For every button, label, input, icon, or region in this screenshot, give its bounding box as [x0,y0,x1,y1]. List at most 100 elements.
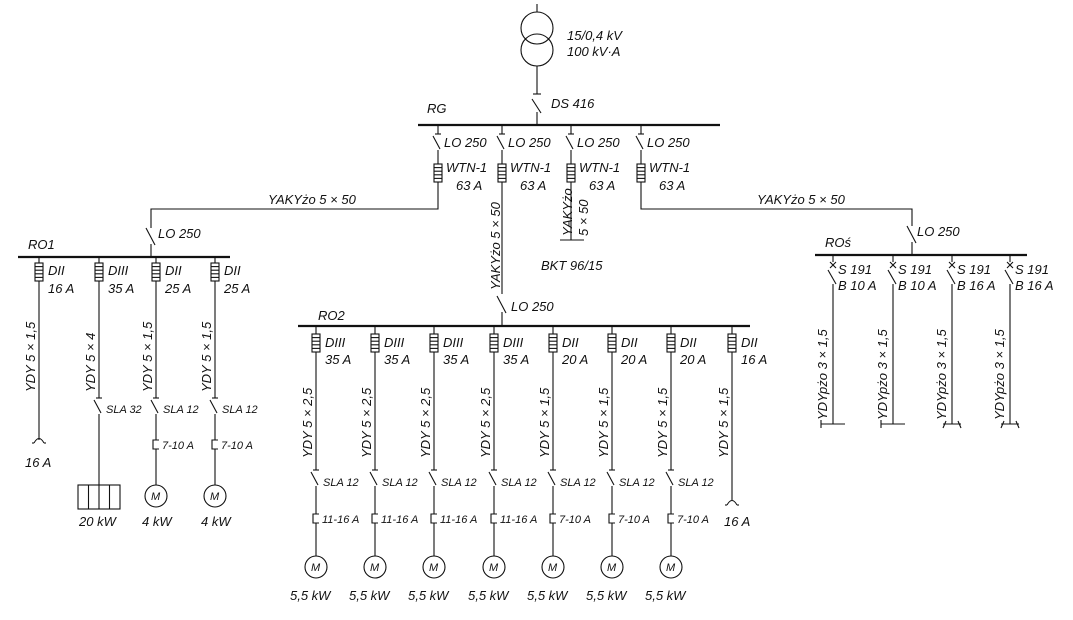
fuse-current-label: 16 A [741,352,767,367]
relay-label: 7-10 A [559,514,591,526]
fuse-current-label: 35 A [384,352,410,367]
fuse-current-label: 35 A [503,352,529,367]
ro2-incoming-switch [496,295,507,326]
ro2-board-label: RO2 [318,308,346,323]
motor-letter: M [210,491,220,503]
contactor-label: SLA 12 [501,477,537,489]
relay-label: 11-16 A [322,514,359,526]
fuse-type-label: DIII [325,335,346,350]
transformer-voltage: 15/0,4 kV [567,28,623,43]
thermal-relay-symbol [312,513,319,524]
feeder-routes [150,190,913,294]
ros-incoming-switch [906,225,917,255]
lo250-switch-symbol [635,133,644,150]
motor-letter: M [489,562,499,574]
load-label: 4 kW [142,514,173,529]
motor-letter: M [151,491,161,503]
contactor-symbol [547,469,556,486]
load-label: 5,5 kW [408,588,450,603]
contactor-label: SLA 12 [163,404,199,416]
thermal-relay-symbol [371,513,378,524]
rg-feeder-current-label: 63 A [589,178,615,193]
transformer-symbol [520,4,554,94]
fuse-symbol [311,333,321,353]
wtn-fuse-symbol [566,163,576,183]
load-label: 4 kW [201,514,232,529]
thermal-relay-symbol [152,439,159,450]
motor-symbol: M [482,555,506,579]
contactor-symbol [310,469,319,486]
fuse-symbol [151,262,161,282]
fuse-type-label: DII [48,263,65,278]
breaker-rating-label: B 10 A [838,278,877,293]
outlet-symbol [1000,420,1020,429]
outlet-symbol [942,420,962,429]
contactor-label: SLA 12 [678,477,714,489]
load-label: 5,5 kW [645,588,687,603]
contactor-symbol [209,397,218,414]
cable-label: YDY 5 × 1,5 [537,387,552,458]
cable-label: YDY 5 × 1,5 [596,387,611,458]
circuit-breaker-symbol [887,261,897,285]
breaker-label: S 191 [838,262,872,277]
rg-feeder-fuse-label: WTN-1 [510,160,551,175]
wtn-fuse-symbol [433,163,443,183]
relay-label: 7-10 A [221,440,253,452]
fuse-type-label: DII [165,263,182,278]
fuse-type-label: DIII [384,335,405,350]
contactor-symbol [369,469,378,486]
contactor-symbol [665,469,674,486]
load-label: 5,5 kW [586,588,628,603]
fuse-current-label: 20 A [561,352,588,367]
fuse-symbol [429,333,439,353]
rg-feeder-switch-label: LO 250 [444,135,487,150]
ro1-incoming-switch [145,227,156,257]
cable-label: YDY 5 × 1,5 [716,387,731,458]
outlet-symbol [880,420,905,428]
rg-feeder-fuse-label: WTN-1 [579,160,620,175]
relay-label: 11-16 A [381,514,418,526]
cable-to-bkt-section: 5 × 50 [576,199,591,236]
motor-symbol: M [363,555,387,579]
cable-label: YDY 5 × 1,5 [140,321,155,392]
relay-label: 7-10 A [162,440,194,452]
fuse-current-label: 16 A [48,281,74,296]
ro1-switch-label: LO 250 [158,226,201,241]
transformer-power: 100 kV·A [567,44,620,59]
load-label: 5,5 kW [468,588,510,603]
socket-symbol [725,499,739,506]
motor-letter: M [548,562,558,574]
fuse-type-label: DII [680,335,697,350]
contactor-label: SLA 12 [323,477,359,489]
fuse-type-label: DIII [443,335,464,350]
thermal-relay-symbol [430,513,437,524]
outlet-symbol [820,420,845,428]
rg-feeder-current-label: 63 A [456,178,482,193]
contactor-symbol [428,469,437,486]
cable-label: YDYpżo 3 × 1,5 [934,329,949,420]
motor-symbol: M [422,555,446,579]
rg-feeder-current-label: 63 A [520,178,546,193]
rg-feeder-switch-label: LO 250 [647,135,690,150]
motor-symbol: M [541,555,565,579]
heater-symbol [77,484,121,510]
breaker-label: S 191 [957,262,991,277]
cable-label: YDY 5 × 2,5 [300,387,315,458]
motor-symbol: M [144,484,168,508]
contactor-symbol [606,469,615,486]
cable-to-ro1: YAKYżo 5 × 50 [268,192,357,207]
